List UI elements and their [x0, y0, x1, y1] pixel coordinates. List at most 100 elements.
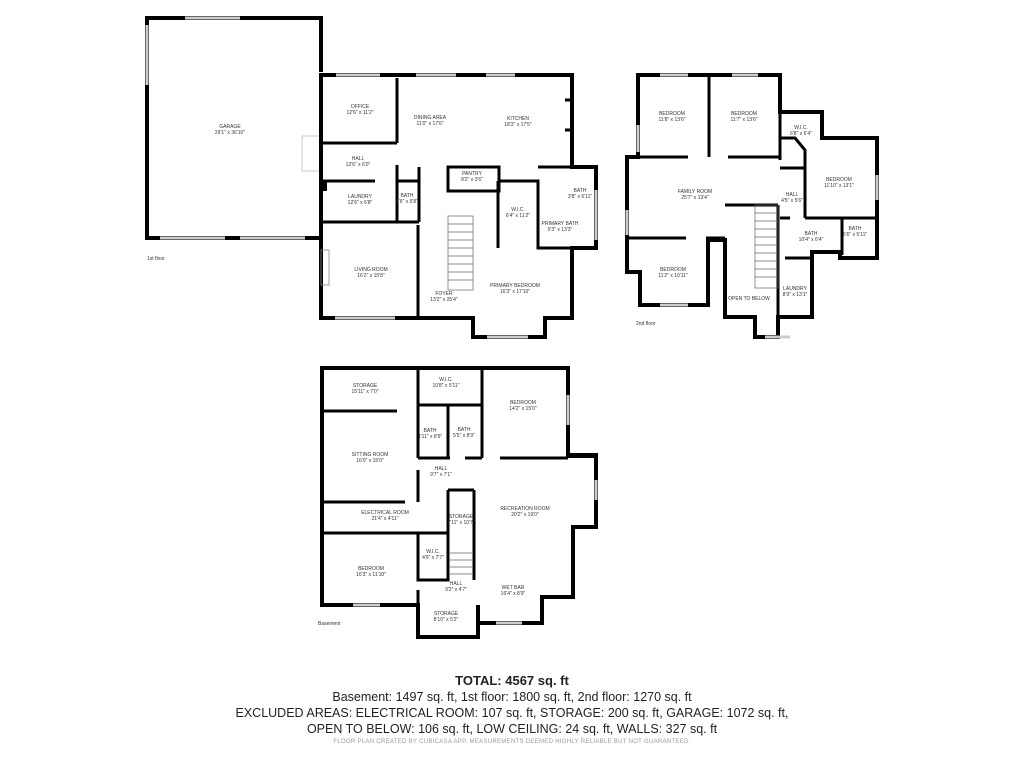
room-dims: 14'2" x 15'0": [509, 406, 537, 412]
room-dims: 11'2" x 10'11": [658, 273, 688, 279]
room-name: DINING AREA: [414, 115, 447, 121]
room-dims: 21'4" x 4'11": [371, 516, 398, 522]
room-name: RECREATION ROOM: [500, 506, 549, 512]
room-dims: 9'2" x 4'7": [445, 587, 467, 593]
room-dims: 6'4" x 11'2": [506, 213, 530, 219]
room-name: BATH: [458, 427, 471, 433]
floor-label-first: 1st floor: [147, 256, 165, 262]
room-dims: 7'11" x 10'7": [447, 520, 474, 526]
room-name: PANTRY: [462, 171, 482, 177]
room-dims: 15'11" x 7'0": [351, 389, 378, 395]
room-dims: 12'6" x 6'8": [348, 200, 373, 206]
room-dims: 4'6" x 6'8": [396, 199, 418, 205]
room-name: HALL: [352, 156, 365, 162]
room-name: BEDROOM: [731, 111, 757, 117]
room-dims: 16'3" x 17'10": [500, 289, 530, 295]
room-labels-second: BEDROOM 11'8" x 13'6" BEDROOM 11'7" x 13…: [658, 111, 867, 302]
disclaimer: FLOOR PLAN CREATED BY CUBICASA APP. MEAS…: [333, 739, 691, 745]
room-dims: 11'7" x 13'6": [730, 117, 757, 123]
room-name: HALL: [786, 192, 799, 198]
room-name: BATH: [401, 193, 414, 199]
excluded-areas-continued: OPEN TO BELOW: 106 sq. ft, LOW CEILING: …: [306, 722, 718, 736]
room-name: BATH: [574, 188, 587, 194]
room-name: BATH: [424, 428, 437, 434]
room-name: OPEN TO BELOW: [728, 296, 770, 302]
room-name: FOYER: [435, 291, 453, 297]
room-name: BEDROOM: [660, 267, 686, 273]
room-dims: 11'0" x 17'6": [416, 121, 443, 127]
room-name: STORAGE: [434, 611, 459, 617]
second-floor-plan: 2nd floor BEDROOM 11'8" x 13'6" BEDROOM …: [625, 73, 879, 339]
room-dims: 8'2" x 3'6": [461, 177, 483, 183]
room-dims: 18'3" x 17'5": [504, 122, 532, 128]
room-name: W.I.C.: [426, 549, 440, 555]
basement-stairs: [450, 552, 472, 575]
second-floor-stairs: [754, 204, 779, 289]
excluded-areas: EXCLUDED AREAS: ELECTRICAL ROOM: 107 sq.…: [235, 706, 789, 720]
room-dims: 6'8" x 6'4": [790, 131, 812, 137]
room-dims: 11'10" x 13'1": [824, 183, 854, 189]
room-dims: 5'5" x 8'9": [453, 433, 475, 439]
room-dims: 10'4" x 6'4": [799, 237, 824, 243]
room-name: HALL: [435, 466, 448, 472]
room-dims: 25'7" x 13'4": [681, 195, 709, 201]
room-dims: 16'2" x 15'8": [357, 273, 385, 279]
room-dims: 16'0" x 15'0": [356, 458, 384, 464]
room-dims: 29'1" x 36'10": [215, 130, 245, 136]
room-dims: 9'7" x 7'1": [430, 472, 452, 478]
room-name: BEDROOM: [358, 566, 384, 572]
room-dims: 11'8" x 13'6": [658, 117, 685, 123]
total-area: TOTAL: 4567 sq. ft: [455, 673, 569, 688]
room-name: BATH: [805, 231, 818, 237]
room-name: OFFICE: [351, 104, 370, 110]
room-name: BEDROOM: [659, 111, 685, 117]
room-name: SITTING ROOM: [352, 452, 389, 458]
room-name: STORAGE: [353, 383, 378, 389]
room-name: W.I.C.: [511, 207, 525, 213]
room-name: PRIMARY BEDROOM: [490, 283, 540, 289]
room-name: BEDROOM: [826, 177, 852, 183]
room-labels-basement: STORAGE 15'11" x 7'0" W.I.C. 10'8" x 5'1…: [351, 377, 549, 623]
room-name: BATH: [849, 226, 862, 232]
room-name: LIVING ROOM: [354, 267, 387, 273]
room-name: ELECTRICAL ROOM: [361, 510, 409, 516]
room-dims: 8'10" x 5'2": [434, 617, 459, 623]
room-name: BEDROOM: [510, 400, 536, 406]
room-dims: 3'8" x 6'11": [568, 194, 592, 200]
room-dims: 8'9" x 13'1": [783, 292, 808, 298]
floor-areas: Basement: 1497 sq. ft, 1st floor: 1800 s…: [332, 690, 692, 704]
first-floor-plan: 1st floor GARAGE 29'1" x 36'10" OFFICE 1…: [145, 16, 598, 339]
first-floor-walls: [145, 16, 598, 339]
first-floor-stairs: [447, 215, 474, 291]
room-dims: 4'9" x 7'7": [422, 555, 444, 561]
room-name: HALL: [450, 581, 463, 587]
room-dims: 16'4" x 8'9": [501, 591, 526, 597]
room-dims: 5'6" x 5'11": [843, 232, 867, 238]
floor-label-second: 2nd floor: [636, 321, 656, 327]
room-dims: 13'2" x 25'4": [430, 297, 458, 303]
room-dims: 9'3" x 13'3": [548, 227, 573, 233]
area-summary: TOTAL: 4567 sq. ft Basement: 1497 sq. ft…: [0, 672, 1024, 745]
room-dims: 4'11" x 8'9": [418, 434, 442, 440]
room-name: LAUNDRY: [348, 194, 372, 200]
floor-label-basement: Basement: [318, 621, 341, 627]
room-name: GARAGE: [219, 124, 241, 130]
room-name: W.I.C.: [794, 125, 808, 131]
basement-walls: [320, 366, 598, 639]
room-dims: 4'5" x 5'6": [781, 198, 803, 204]
room-name: FAMILY ROOM: [678, 189, 712, 195]
room-name: W.I.C.: [439, 377, 453, 383]
room-name: PRIMARY BATH: [542, 221, 579, 227]
basement-plan: Basement STORAGE 15'11" x 7'0" W.I.C. 10…: [318, 366, 598, 639]
room-dims: 16'3" x 11'10": [356, 572, 386, 578]
room-name: LAUNDRY: [783, 286, 807, 292]
room-name: STORAGE: [449, 514, 474, 520]
room-dims: 12'6" x 11'2": [346, 110, 373, 116]
room-dims: 12'6" x 6'0": [346, 162, 371, 168]
room-name: KITCHEN: [507, 116, 529, 122]
room-labels-first: GARAGE 29'1" x 36'10" OFFICE 12'6" x 11'…: [215, 104, 592, 303]
room-dims: 10'8" x 5'11": [432, 383, 459, 389]
room-name: WET BAR: [502, 585, 525, 591]
room-dims: 20'2" x 19'0": [511, 512, 539, 518]
